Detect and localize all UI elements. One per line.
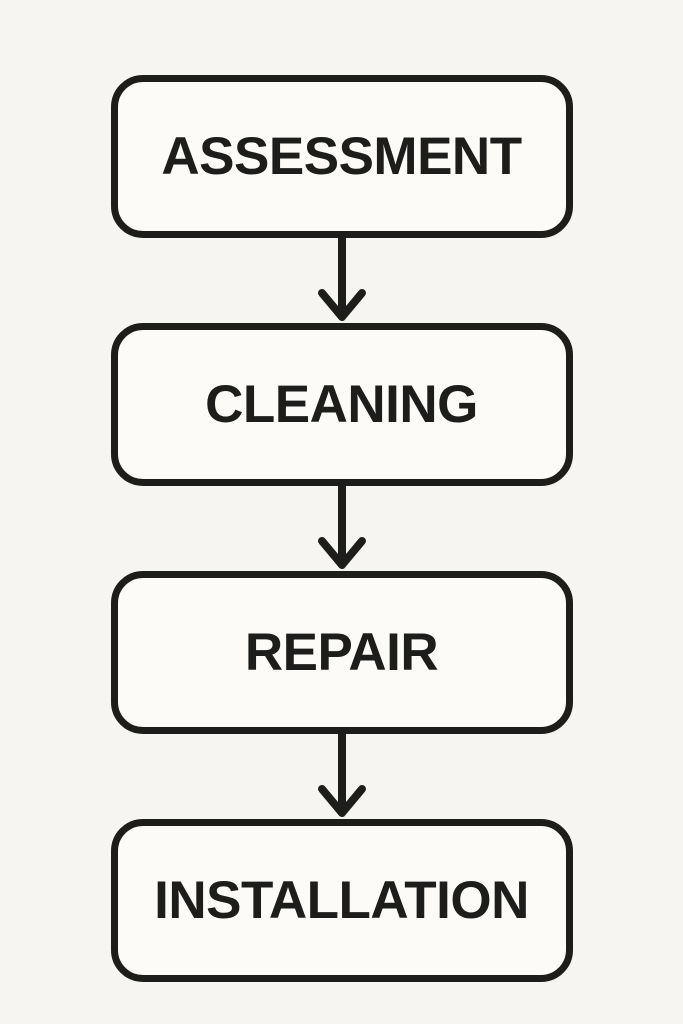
step-box-assessment: ASSESSMENT	[110, 75, 573, 238]
arrow-down-icon	[317, 238, 366, 321]
step-label-repair: REPAIR	[244, 623, 439, 682]
step-box-installation: INSTALLATION	[110, 819, 573, 982]
arrow-down-icon	[317, 734, 366, 817]
step-box-repair: REPAIR	[110, 571, 573, 734]
step-label-installation: INSTALLATION	[154, 871, 529, 930]
step-label-assessment: ASSESSMENT	[161, 127, 522, 186]
step-label-cleaning: CLEANING	[205, 375, 478, 434]
arrow-down-icon	[317, 486, 366, 569]
step-box-cleaning: CLEANING	[110, 323, 573, 486]
